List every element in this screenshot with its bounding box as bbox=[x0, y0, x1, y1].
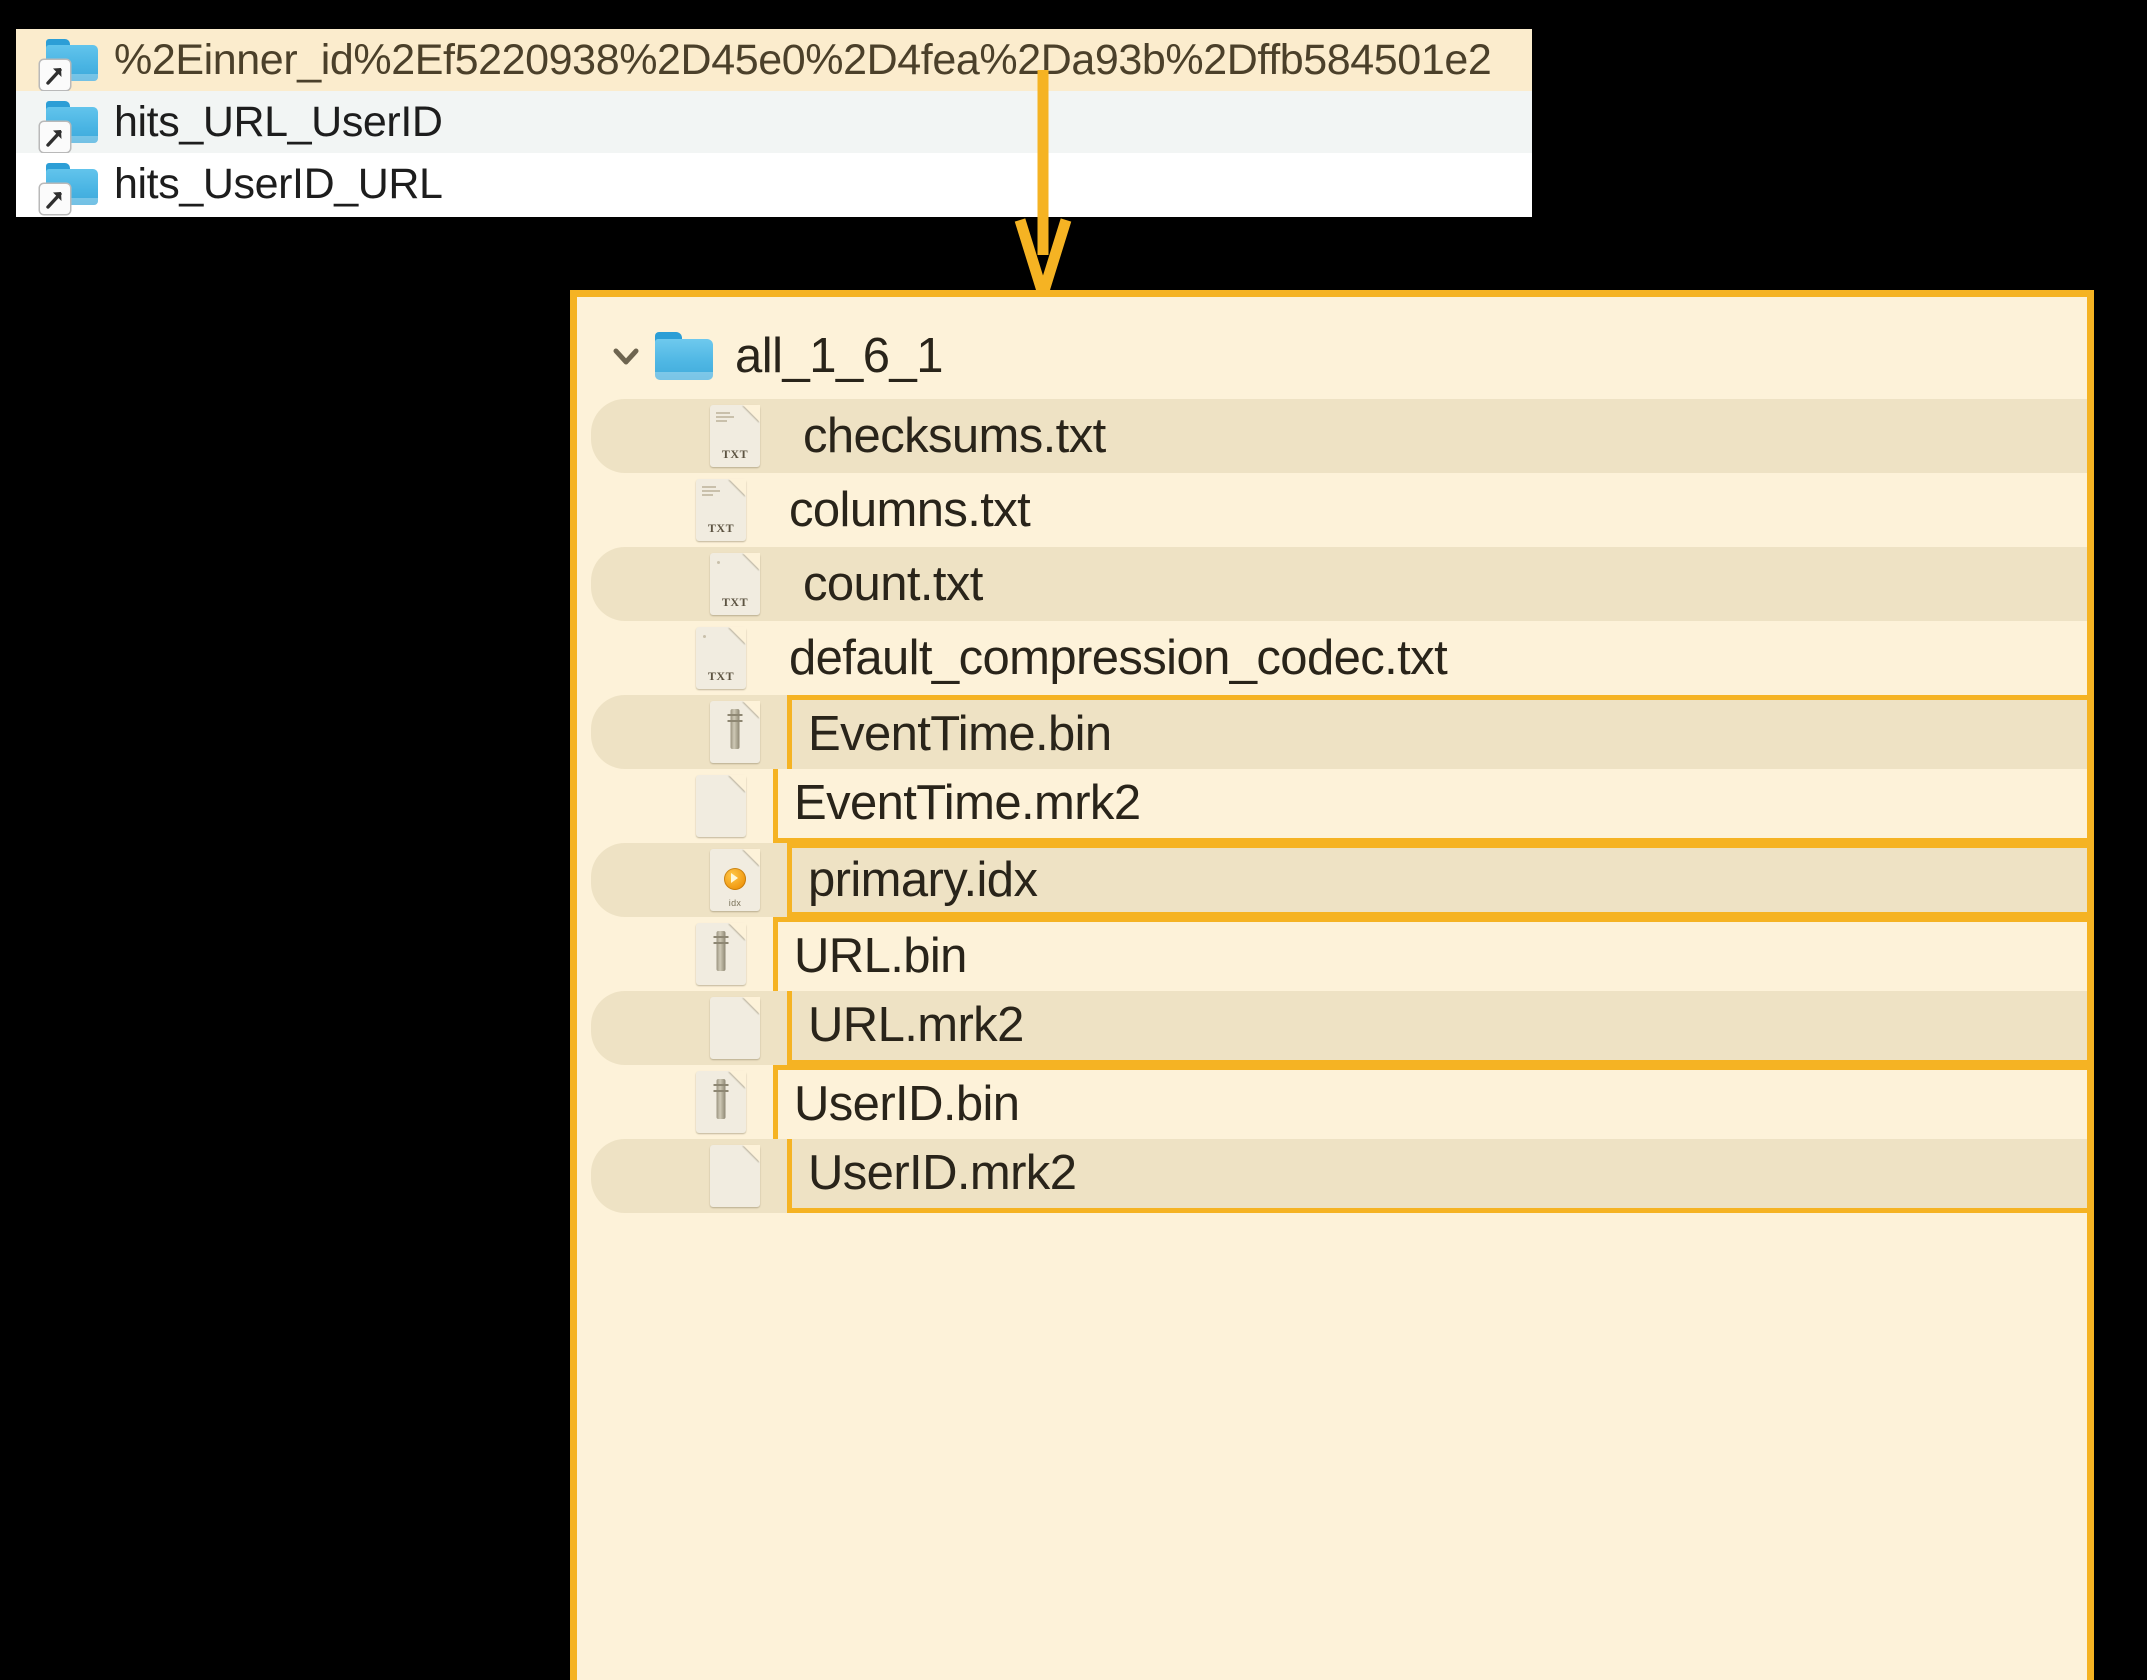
tree-file-row[interactable]: TXT count.txt bbox=[591, 547, 2087, 621]
tree-file-label: columns.txt bbox=[789, 482, 1031, 537]
folder-symlink-icon bbox=[40, 101, 98, 152]
tree-file-row[interactable]: TXT checksums.txt bbox=[591, 399, 2087, 473]
file-name-container: default_compression_codec.txt bbox=[773, 621, 2087, 695]
txt-file-icon: TXT bbox=[703, 405, 767, 467]
tree-file-row[interactable]: idx primary.idx bbox=[591, 843, 2087, 917]
highlight-box: EventTime.bin bbox=[787, 695, 2087, 769]
folder-symlink-icon bbox=[40, 163, 98, 214]
tree-file-row[interactable]: TXT columns.txt bbox=[577, 473, 2087, 547]
list-item[interactable]: %2Einner_id%2Ef5220938%2D45e0%2D4fea%2Da… bbox=[16, 29, 1532, 91]
tree-file-label: EventTime.bin bbox=[808, 707, 1112, 761]
tree-file-row[interactable]: URL.mrk2 bbox=[591, 991, 2087, 1065]
symlink-folder-list: %2Einner_id%2Ef5220938%2D45e0%2D4fea%2Da… bbox=[16, 29, 1532, 217]
idx-file-icon: idx bbox=[703, 849, 767, 911]
txt-file-icon: TXT bbox=[703, 553, 767, 615]
highlight-box: URL.mrk2 bbox=[787, 991, 2087, 1065]
highlight-box: UserID.mrk2 bbox=[787, 1139, 2087, 1213]
list-item-label: hits_URL_UserID bbox=[114, 97, 443, 146]
tree-root-row[interactable]: all_1_6_1 bbox=[577, 313, 2087, 399]
file-name-container: columns.txt bbox=[773, 473, 2087, 547]
list-item[interactable]: hits_UserID_URL bbox=[16, 153, 1532, 215]
file-name-container: checksums.txt bbox=[787, 399, 2087, 473]
blank-file-icon bbox=[689, 775, 753, 837]
blank-file-icon bbox=[703, 997, 767, 1059]
txt-file-icon: TXT bbox=[689, 479, 753, 541]
tree-file-label: URL.mrk2 bbox=[808, 998, 1024, 1052]
list-item-label: %2Einner_id%2Ef5220938%2D45e0%2D4fea%2Da… bbox=[114, 35, 1492, 84]
binary-file-icon bbox=[689, 1071, 753, 1133]
tree-file-label: primary.idx bbox=[808, 852, 1038, 907]
binary-file-icon bbox=[689, 923, 753, 985]
tree-file-label: count.txt bbox=[803, 556, 983, 611]
tree-file-label: checksums.txt bbox=[803, 408, 1106, 463]
tree-file-row[interactable]: UserID.bin bbox=[577, 1065, 2087, 1139]
list-item[interactable]: hits_URL_UserID bbox=[16, 91, 1532, 153]
txt-file-icon: TXT bbox=[689, 627, 753, 689]
folder-icon bbox=[655, 332, 713, 380]
file-name-container: count.txt bbox=[787, 547, 2087, 621]
tree-file-row[interactable]: EventTime.bin bbox=[591, 695, 2087, 769]
blank-file-icon bbox=[703, 1145, 767, 1207]
highlight-box: UserID.bin bbox=[773, 1065, 2087, 1139]
tree-file-row[interactable]: EventTime.mrk2 bbox=[577, 769, 2087, 843]
folder-symlink-icon bbox=[40, 39, 98, 90]
tree-file-row[interactable]: TXT default_compression_codec.txt bbox=[577, 621, 2087, 695]
down-arrow-annotation bbox=[1014, 70, 1072, 310]
tree-file-label: default_compression_codec.txt bbox=[789, 630, 1448, 685]
tree-file-label: URL.bin bbox=[794, 929, 967, 983]
tree-file-label: UserID.bin bbox=[794, 1077, 1020, 1131]
highlight-box: primary.idx bbox=[787, 843, 2087, 917]
chevron-down-icon[interactable] bbox=[605, 335, 647, 377]
tree-file-label: UserID.mrk2 bbox=[808, 1146, 1077, 1200]
list-item-label: hits_UserID_URL bbox=[114, 159, 443, 208]
tree-file-row[interactable]: URL.bin bbox=[577, 917, 2087, 991]
tree-file-row[interactable]: UserID.mrk2 bbox=[591, 1139, 2087, 1213]
file-tree-panel: all_1_6_1 TXT checksums.txt TXT bbox=[570, 290, 2094, 1680]
tree-file-label: EventTime.mrk2 bbox=[794, 776, 1141, 830]
highlight-box: EventTime.mrk2 bbox=[773, 769, 2087, 843]
binary-file-icon bbox=[703, 701, 767, 763]
tree-root-label: all_1_6_1 bbox=[735, 329, 944, 383]
highlight-box: URL.bin bbox=[773, 917, 2087, 991]
